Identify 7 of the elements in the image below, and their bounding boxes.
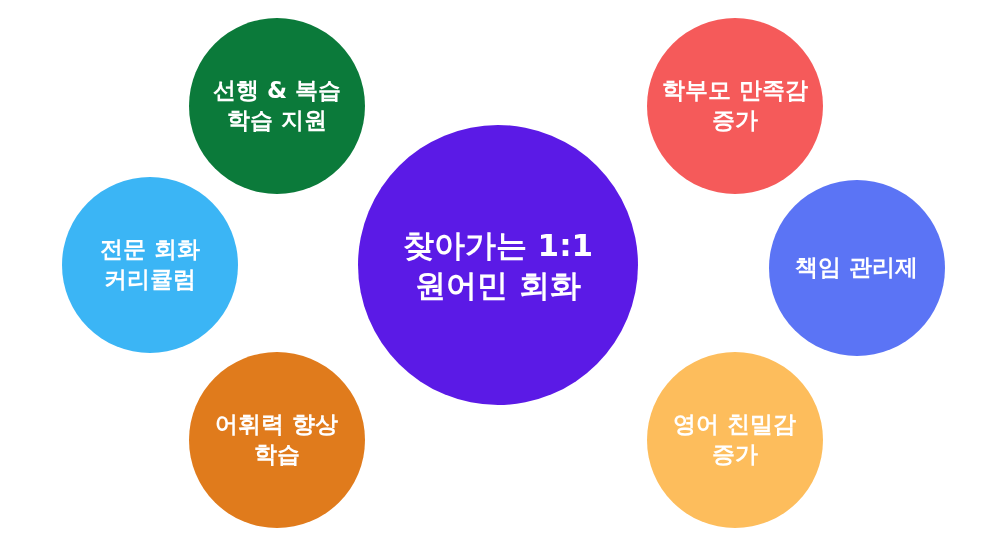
circle-label: 영어 친밀감 증가 [672,410,798,469]
circle-label: 전문 회화 커리큘럼 [99,235,201,294]
circle-label: 학부모 만족감 증가 [661,76,809,135]
circle-label: 책임 관리제 [794,253,920,283]
circle-label: 선행 & 복습 학습 지원 [211,76,343,135]
circle-label: 찾아가는 1:1 원어민 회화 [401,225,595,305]
circle-label: 어휘력 향상 학습 [214,410,340,469]
